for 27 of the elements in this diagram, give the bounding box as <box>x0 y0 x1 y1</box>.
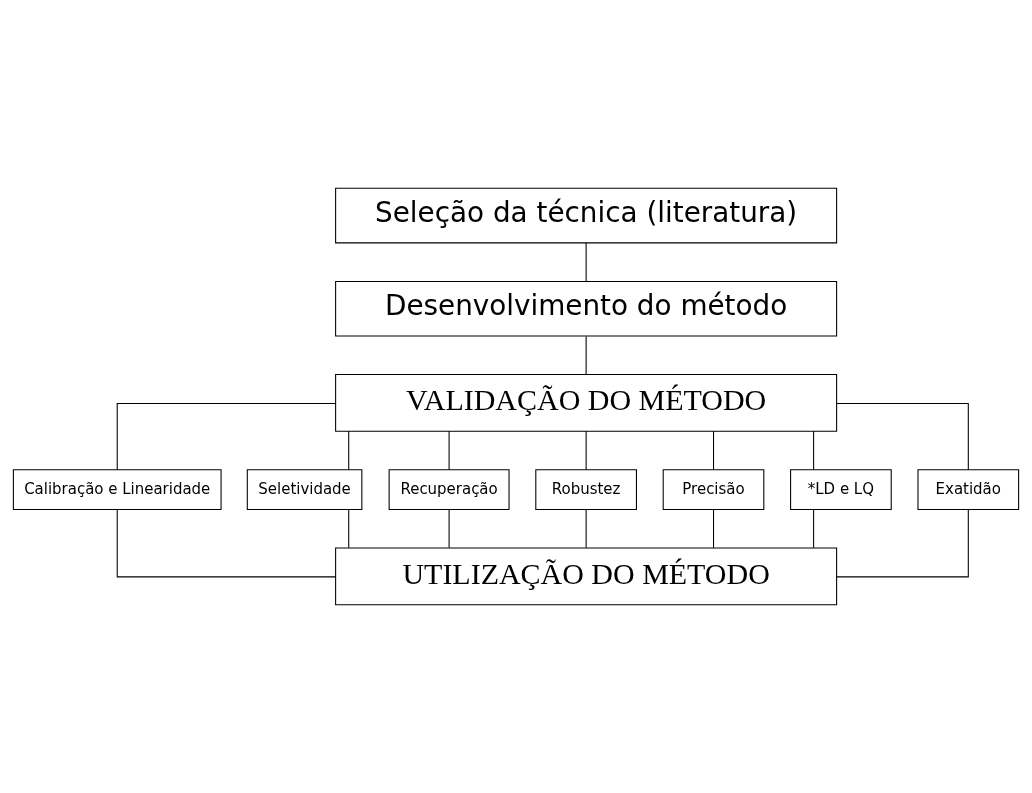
node-box: Recuperação <box>388 469 510 510</box>
connector <box>712 509 715 549</box>
connector <box>585 335 587 375</box>
connector <box>448 509 450 549</box>
connector <box>116 509 337 578</box>
node-box: Desenvolvimento do método <box>335 280 838 337</box>
node-box: Seleção da técnica (literatura) <box>335 187 838 244</box>
node-box: *LD e LQ <box>790 469 892 510</box>
node-box: Seletividade <box>246 469 363 510</box>
connector <box>585 509 587 549</box>
connector <box>836 402 969 471</box>
connector <box>836 509 969 578</box>
connector <box>712 430 715 471</box>
node-box: Calibração e Linearidade <box>12 469 222 510</box>
connector <box>116 402 337 471</box>
connector <box>813 509 815 549</box>
node-box: UTILIZAÇÃO DO MÉTODO <box>335 547 838 606</box>
node-box: Exatidão <box>917 469 1020 510</box>
node-box: Robustez <box>535 469 637 510</box>
connector <box>585 242 587 282</box>
connector <box>348 430 350 471</box>
connector <box>813 430 815 471</box>
node-box: Precisão <box>662 469 765 510</box>
node-box: VALIDAÇÃO DO MÉTODO <box>335 374 838 432</box>
connector <box>348 509 350 549</box>
connector <box>585 430 587 471</box>
connector <box>448 430 450 471</box>
